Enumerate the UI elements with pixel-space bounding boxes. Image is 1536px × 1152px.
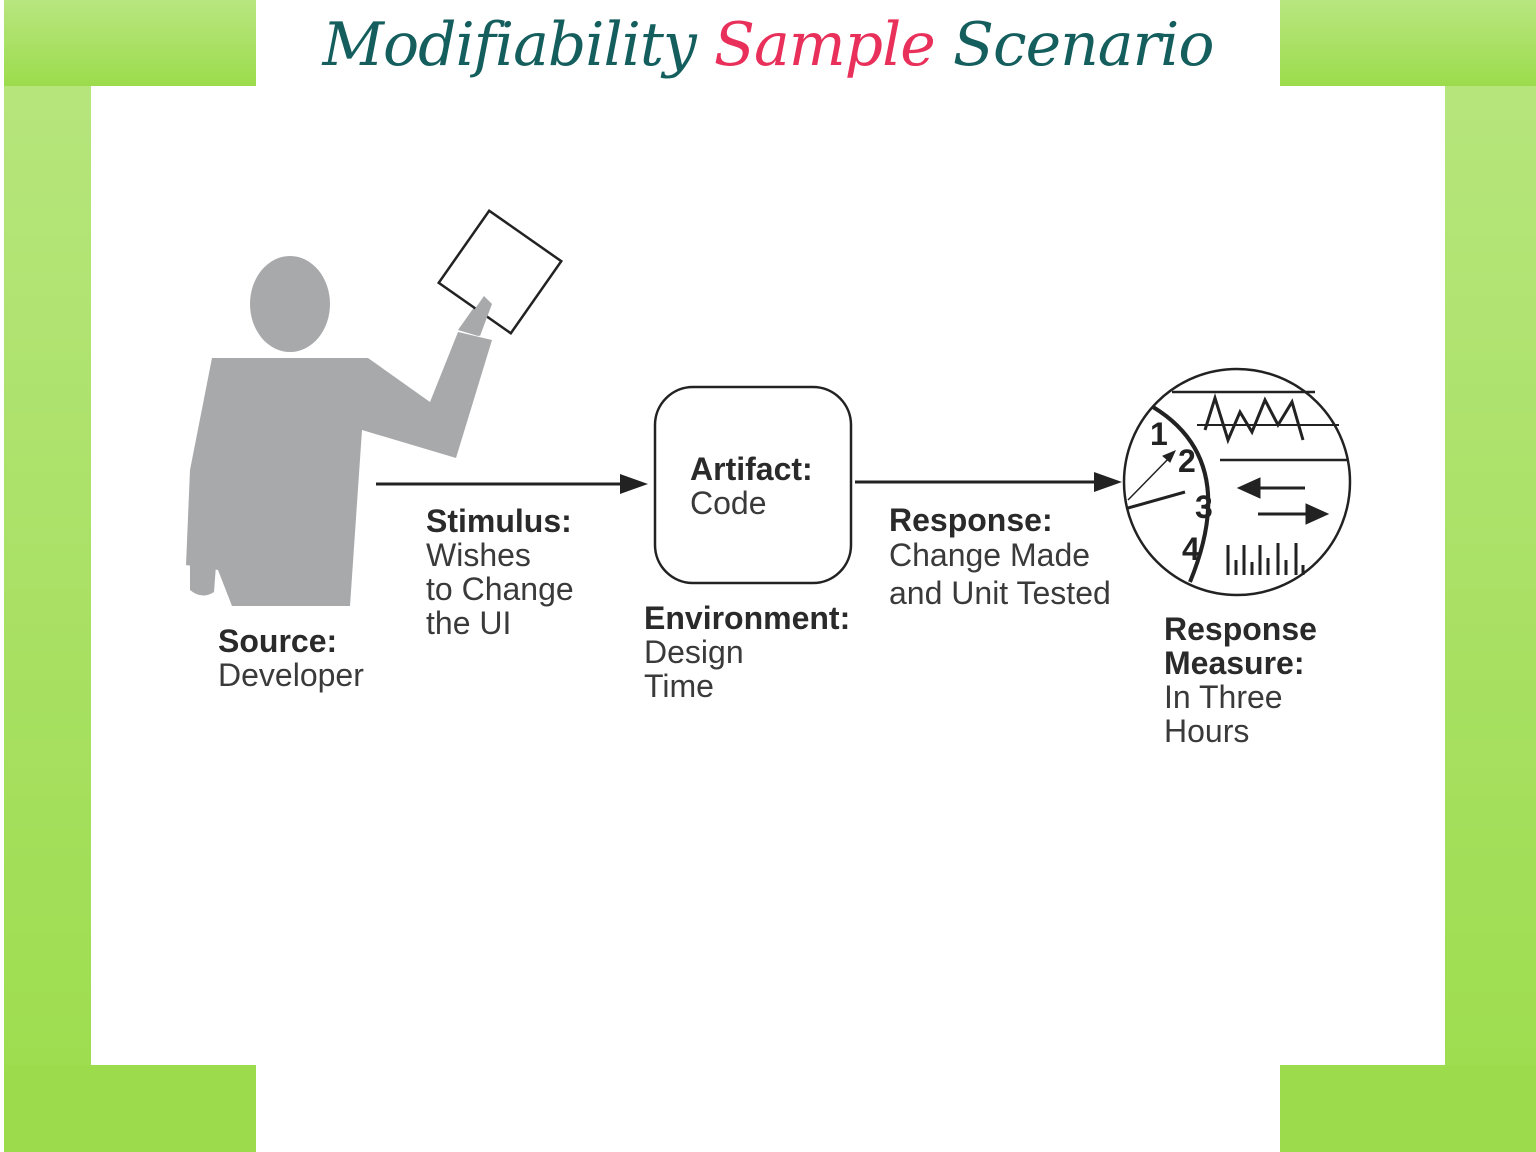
developer-figure (186, 256, 492, 606)
dial-number-2: 2 (1178, 443, 1196, 479)
response-measure-line: In Three (1164, 679, 1283, 715)
title-part1: Modifiability (322, 10, 697, 80)
title-part2: Sample (713, 10, 936, 80)
frame-bottom-left (4, 1065, 256, 1152)
environment-heading: Environment: (644, 600, 851, 636)
response-line: and Unit Tested (889, 575, 1111, 611)
stimulus-arrow (376, 474, 648, 494)
environment-line: Design (644, 634, 744, 670)
paper-icon (436, 208, 564, 336)
response-arrow (855, 472, 1122, 492)
frame-bottom-right (1280, 1065, 1536, 1152)
frame-top-left (4, 0, 256, 86)
source-heading: Source: (218, 623, 338, 659)
artifact-box (653, 385, 853, 585)
title-part3: Scenario (952, 10, 1215, 80)
frame-left (4, 0, 91, 1152)
frame-right (1445, 0, 1536, 1152)
environment-label: Environment: Design Time (644, 601, 850, 703)
response-measure-heading: Measure: (1164, 645, 1305, 681)
response-measure-line: Hours (1164, 713, 1250, 749)
stimulus-line: Wishes (426, 537, 531, 573)
source-label: Source: Developer (218, 624, 364, 692)
measure-dial-icon (1122, 367, 1352, 597)
stimulus-line: the UI (426, 605, 512, 641)
environment-line: Time (644, 668, 714, 704)
stimulus-label: Stimulus: Wishes to Change the UI (426, 504, 574, 640)
frame-top-right (1280, 0, 1536, 86)
response-label: Response: Change Made and Unit Tested (889, 504, 1111, 612)
artifact-label: Artifact: Code (690, 452, 813, 520)
dial-number-4: 4 (1182, 531, 1200, 567)
response-measure-heading: Response (1164, 611, 1317, 647)
stimulus-heading: Stimulus: (426, 503, 572, 539)
dial-numbers: 1 2 3 4 (1150, 416, 1213, 567)
artifact-value: Code (690, 485, 767, 521)
artifact-heading: Artifact: (690, 451, 813, 487)
response-line: Change Made (889, 537, 1091, 573)
response-heading: Response: (889, 502, 1053, 538)
response-measure-label: Response Measure: In Three Hours (1164, 612, 1317, 748)
stimulus-line: to Change (426, 571, 574, 607)
dial-number-3: 3 (1195, 489, 1213, 525)
dial-number-1: 1 (1150, 416, 1168, 452)
source-value: Developer (218, 657, 364, 693)
slide-title: Modifiability Sample Scenario (0, 10, 1536, 80)
